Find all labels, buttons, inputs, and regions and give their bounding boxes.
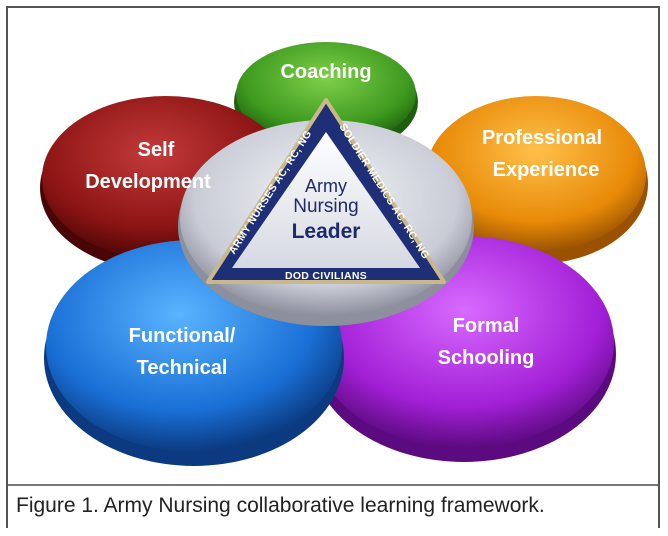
figure-caption: Figure 1. Army Nursing collaborative lea…: [16, 494, 545, 517]
center-label-line3: Leader: [292, 220, 361, 243]
coaching-label: Coaching: [280, 61, 371, 83]
functional-technical-label-line2: Technical: [137, 357, 228, 379]
center-label-line2: Nursing: [293, 196, 358, 217]
professional-experience-label-line2: Experience: [493, 159, 600, 181]
figure-frame: ARMY NURSES AC, RC, NG SOLDIER MEDICS AC…: [6, 6, 660, 528]
professional-experience-label-line1: Professional: [482, 127, 602, 149]
diagram-area: ARMY NURSES AC, RC, NG SOLDIER MEDICS AC…: [8, 8, 658, 484]
caption-bar: Figure 1. Army Nursing collaborative lea…: [8, 484, 658, 528]
self-development-label-line2: Development: [85, 171, 211, 193]
functional-technical-label-line1: Functional/: [129, 325, 236, 347]
triangle-frame: [206, 98, 446, 284]
formal-schooling-label-line2: Schooling: [438, 347, 535, 369]
formal-schooling-label-line1: Formal: [453, 315, 520, 337]
triangle-label-bottom: DOD CIVILIANS: [285, 270, 367, 282]
collaborative-learning-diagram: ARMY NURSES AC, RC, NG SOLDIER MEDICS AC…: [40, 42, 648, 466]
center-label-line1: Army: [305, 176, 347, 196]
self-development-label-line1: Self: [138, 139, 175, 161]
petal-professional-experience: [424, 96, 648, 264]
